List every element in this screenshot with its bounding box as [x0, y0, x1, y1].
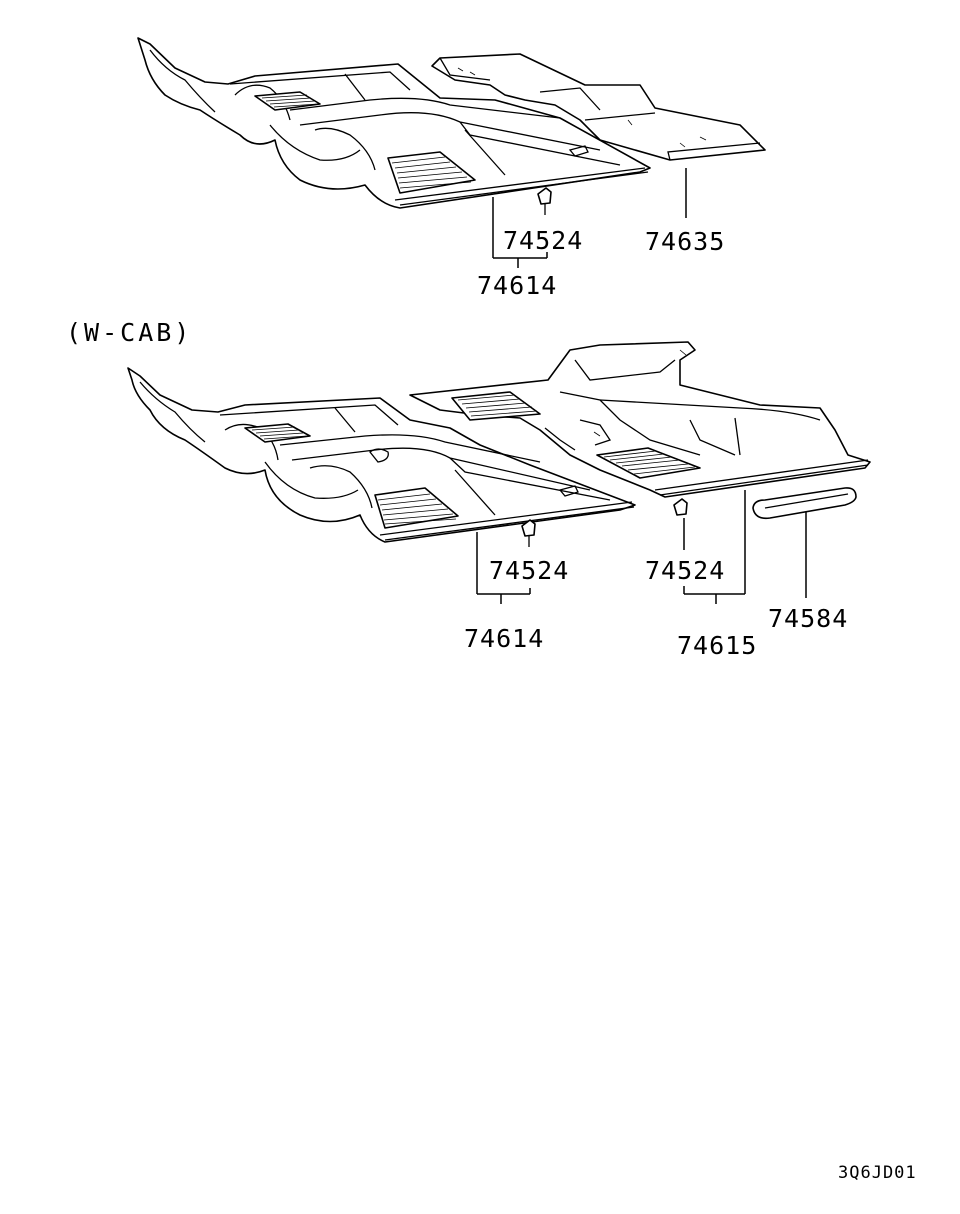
wcab-step-trim [752, 487, 857, 520]
top-front-floor-mat [137, 37, 651, 209]
top-clip-74524 [537, 187, 552, 215]
label-wcab-clip-rear: 74524 [645, 556, 726, 585]
drawing-code: 3Q6JD01 [838, 1163, 917, 1183]
wcab-front-floor-mat [127, 367, 636, 543]
wcab-heading: (W-CAB) [66, 318, 193, 347]
label-wcab-clip-front: 74524 [489, 556, 570, 585]
label-top-clip: 74524 [503, 226, 584, 255]
wcab-clip-rear [673, 498, 688, 516]
wcab-clip-front [521, 519, 536, 547]
wcab-rear-floor-mat [409, 341, 871, 498]
label-wcab-step-trim: 74584 [768, 604, 849, 633]
top-rear-floor-mat [431, 53, 766, 161]
label-wcab-front-mat: 74614 [464, 624, 545, 653]
label-wcab-rear-mat: 74615 [677, 631, 758, 660]
label-top-front-mat: 74614 [477, 271, 558, 300]
wcab-leader-lines [476, 490, 807, 604]
top-leader-lines [492, 168, 687, 268]
label-top-rear-mat: 74635 [645, 227, 726, 256]
